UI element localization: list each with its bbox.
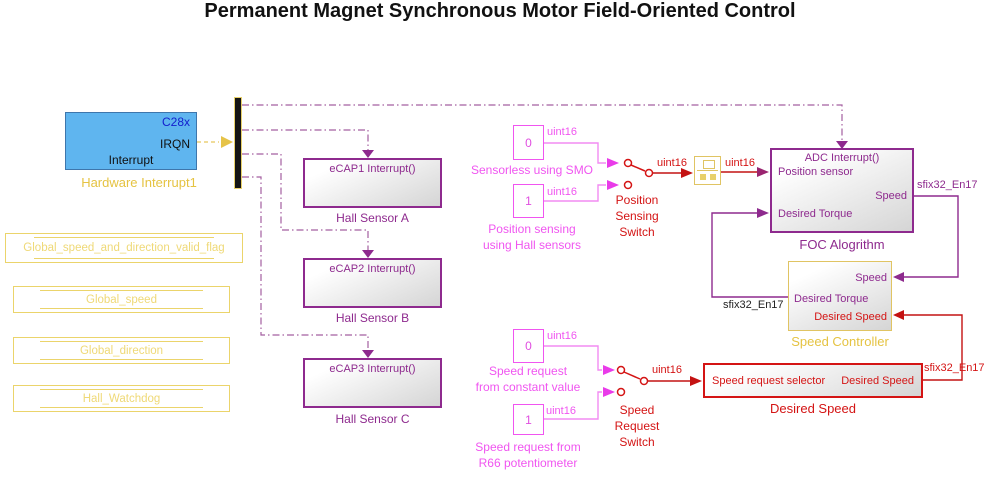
hall-sensor-a-block[interactable]: eCAP1 Interrupt() <box>303 158 442 208</box>
arrowhead <box>690 376 702 386</box>
arrowhead <box>757 208 769 218</box>
data-store-name: Global_speed <box>86 293 157 306</box>
data-store-global-speed-and-direction-valid-flag[interactable]: Global_speed_and_direction_valid_flag <box>5 233 243 263</box>
hardware-interrupt-caption: Hardware Interrupt1 <box>81 175 197 190</box>
data-store-name: Global_direction <box>79 344 164 357</box>
signal-dtype-label: sfix32_En17 <box>917 179 978 191</box>
adc-interrupt-port: ADC Interrupt() <box>804 152 880 164</box>
constant-speed-request-constant-caption: Speed request from constant value <box>475 364 581 394</box>
signal-dtype-label: uint16 <box>657 157 687 169</box>
data-store-global-direction[interactable]: Global_direction <box>13 337 230 364</box>
ecap2-port-label: eCAP2 Interrupt() <box>329 263 416 275</box>
signal-dtype-label: uint16 <box>652 364 682 376</box>
desired-speed-in-port: Desired Speed <box>814 311 887 323</box>
constant-hall-position-caption: Position sensing using Hall sensors <box>482 222 582 252</box>
constant-value: 0 <box>525 339 532 353</box>
speed-request-selector-port: Speed request selector <box>712 374 826 387</box>
signal-dtype-label: uint16 <box>546 405 576 417</box>
constant-speed-request-pot-caption: Speed request from R66 potentiometer <box>475 440 581 470</box>
speed-controller-block[interactable]: Speed Desired Torque Desired Speed <box>788 261 892 331</box>
foc-algorithm-caption: FOC Alogrithm <box>799 237 885 252</box>
model-title: Permanent Magnet Synchronous Motor Field… <box>204 0 796 22</box>
chip-type-label: C28x <box>161 115 190 129</box>
position-sensing-switch-caption: Position Sensing Switch <box>615 193 659 239</box>
signal-dtype-label: sfix32_En17 <box>924 362 985 374</box>
constant-sensorless-smo-caption: Sensorless using SMO <box>470 163 594 177</box>
arrowhead <box>757 167 769 177</box>
rate-transition-icon <box>703 160 715 169</box>
arrowhead <box>681 168 693 178</box>
speed-out-port: Speed <box>875 190 907 202</box>
constant-speed-request-pot[interactable]: 1 <box>513 404 544 435</box>
irqn-port-label: IRQN <box>160 137 190 151</box>
irqn-arrowhead <box>221 136 233 148</box>
position-sensor-port: Position sensor <box>778 166 854 178</box>
speed-request-switch-caption: Speed Request Switch <box>614 403 660 449</box>
hardware-interrupt-block[interactable]: C28x IRQN Interrupt <box>65 112 197 170</box>
arrowhead <box>893 272 904 282</box>
hall-sensor-a-caption: Hall Sensor A <box>336 211 409 225</box>
speed-in-port: Speed <box>855 272 887 284</box>
desired-torque-out-port: Desired Torque <box>794 293 869 305</box>
interrupt-demux-bar[interactable] <box>234 97 242 189</box>
data-store-name: Hall_Watchdog <box>82 392 161 405</box>
desired-speed-out-port: Desired Speed <box>841 374 914 387</box>
signal-dtype-label: uint16 <box>547 186 577 198</box>
constant-value: 0 <box>525 135 532 150</box>
interrupt-label: Interrupt <box>108 153 154 167</box>
hall-sensor-c-block[interactable]: eCAP3 Interrupt() <box>303 358 442 408</box>
signal-dtype-label: uint16 <box>725 157 755 169</box>
signal-dtype-label: sfix32_En17 <box>723 299 784 311</box>
constant-speed-request-constant[interactable]: 0 <box>513 329 544 363</box>
rate-transition-block[interactable] <box>694 156 721 185</box>
constant-sensorless-smo[interactable]: 0 <box>513 125 544 160</box>
desired-speed-caption: Desired Speed <box>770 401 856 416</box>
constant-hall-position[interactable]: 1 <box>513 184 544 218</box>
desired-torque-port: Desired Torque <box>778 208 853 220</box>
data-store-global-speed[interactable]: Global_speed <box>13 286 230 313</box>
ecap1-port-label: eCAP1 Interrupt() <box>329 163 416 175</box>
data-store-hall-watchdog[interactable]: Hall_Watchdog <box>13 385 230 412</box>
constant-value: 1 <box>525 194 532 208</box>
ecap3-port-label: eCAP3 Interrupt() <box>329 363 416 375</box>
hall-sensor-b-caption: Hall Sensor B <box>335 311 410 325</box>
hall-sensor-b-block[interactable]: eCAP2 Interrupt() <box>303 258 442 308</box>
speed-controller-caption: Speed Controller <box>791 334 889 349</box>
desired-speed-block[interactable]: Speed request selector Desired Speed <box>703 363 923 398</box>
hall-sensor-c-caption: Hall Sensor C <box>335 412 410 426</box>
foc-algorithm-block[interactable]: ADC Interrupt() Position sensor Speed De… <box>770 148 914 233</box>
wire-to-ecap1 <box>242 129 369 150</box>
signal-dtype-label: uint16 <box>547 126 577 138</box>
data-store-name: Global_speed_and_direction_valid_flag <box>23 242 225 254</box>
arrowhead <box>893 310 904 320</box>
constant-value: 1 <box>525 412 532 427</box>
signal-dtype-label: uint16 <box>547 330 577 342</box>
